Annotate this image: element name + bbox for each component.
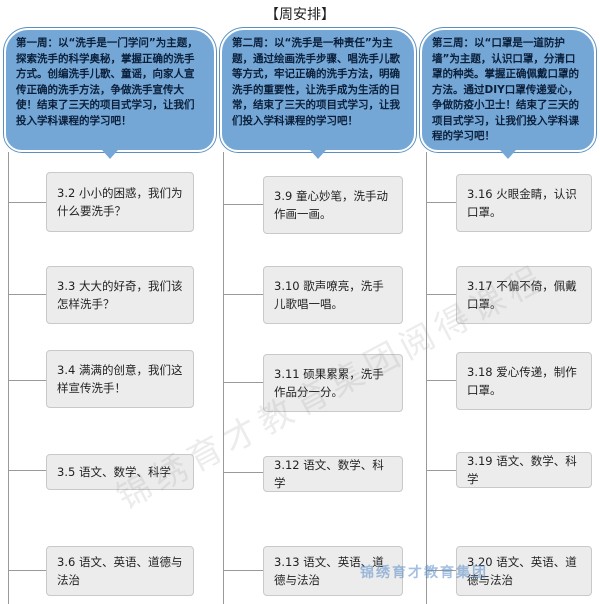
connector-branch bbox=[426, 570, 456, 571]
week-1-column: 3.2 小小的困惑，我们为什么要洗手？ 3.3 大大的好奇，我们该怎样洗手？ 3… bbox=[0, 152, 215, 604]
connector-branch bbox=[223, 294, 263, 295]
connector-branch bbox=[223, 570, 263, 571]
connector-line bbox=[426, 152, 427, 604]
list-item: 3.5 语文、数学、科学 bbox=[46, 454, 194, 490]
list-item: 3.17 不偏不倚，佩戴口罩。 bbox=[456, 266, 592, 324]
week-topics: 第一周：以“洗手是一门学问”为主题，探索洗手的科学奥秘，掌握正确的洗手方式。创编… bbox=[0, 0, 600, 160]
list-item: 3.4 满满的创意，我们这样宣传洗手！ bbox=[46, 350, 194, 408]
connector-branch bbox=[8, 570, 46, 571]
connector-branch bbox=[223, 382, 263, 383]
list-item: 3.9 童心妙笔，洗手动作画一画。 bbox=[263, 176, 403, 234]
connector-branch bbox=[8, 470, 46, 471]
connector-branch bbox=[426, 294, 456, 295]
week-3-column: 3.16 火眼金睛，认识口罩。 3.17 不偏不倚，佩戴口罩。 3.18 爱心传… bbox=[418, 152, 600, 604]
connector-branch bbox=[8, 380, 46, 381]
list-item: 3.16 火眼金睛，认识口罩。 bbox=[456, 174, 592, 232]
list-item: 3.18 爱心传递，制作口罩。 bbox=[456, 352, 592, 410]
list-item: 3.20 语文、英语、道德与法治 bbox=[456, 546, 592, 596]
list-item: 3.19 语文、数学、科学 bbox=[456, 452, 592, 488]
connector-branch bbox=[426, 470, 456, 471]
page-title: 【周安排】 bbox=[265, 7, 335, 23]
list-item: 3.6 语文、英语、道德与法治 bbox=[46, 546, 194, 596]
list-item: 3.2 小小的困惑，我们为什么要洗手？ bbox=[46, 172, 194, 232]
connector-line bbox=[223, 152, 224, 604]
connector-branch bbox=[426, 202, 456, 203]
list-item: 3.10 歌声嘹亮，洗手儿歌唱一唱。 bbox=[263, 266, 403, 324]
week-3-topic: 第三周：以“口罩是一道防护墙”为主题，认识口罩，分清口罩的种类。掌握正确佩戴口罩… bbox=[420, 28, 596, 159]
week-2-column: 3.9 童心妙笔，洗手动作画一画。 3.10 歌声嘹亮，洗手儿歌唱一唱。 3.1… bbox=[215, 152, 415, 604]
list-item: 3.11 硕果累累，洗手作品分一分。 bbox=[263, 354, 403, 412]
watermark-logo: 锦绣育才教育集团 bbox=[360, 565, 488, 581]
list-item: 3.3 大大的好奇，我们该怎样洗手？ bbox=[46, 266, 194, 324]
week-2-topic: 第二周：以“洗手是一种责任”为主题，通过绘画洗手步骤、唱洗手儿歌等方式，牢记正确… bbox=[220, 28, 416, 159]
connector-branch bbox=[8, 202, 46, 203]
week-1-topic: 第一周：以“洗手是一门学问”为主题，探索洗手的科学奥秘，掌握正确的洗手方式。创编… bbox=[4, 28, 216, 159]
connector-branch bbox=[426, 380, 456, 381]
connector-line bbox=[8, 152, 9, 604]
connector-branch bbox=[223, 204, 263, 205]
list-item: 3.13 语文、英语、道德与法治 bbox=[263, 546, 403, 596]
list-item: 3.12 语文、数学、科学 bbox=[263, 456, 403, 492]
connector-branch bbox=[223, 472, 263, 473]
connector-branch bbox=[8, 294, 46, 295]
